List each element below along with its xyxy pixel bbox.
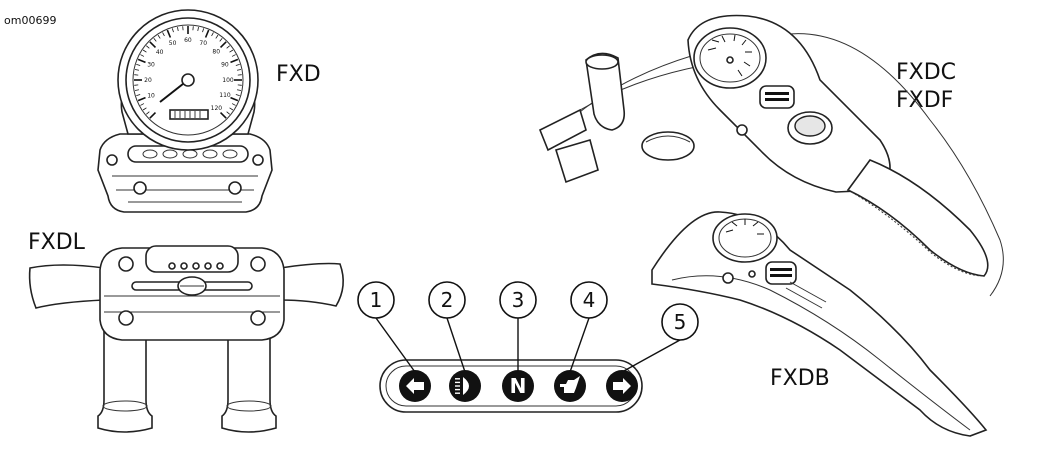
dial-tick <box>231 54 236 57</box>
label-fxd: FXD <box>276 62 321 87</box>
dial-tick <box>219 38 223 42</box>
dial-tick <box>153 38 157 42</box>
dial-tick <box>166 29 172 38</box>
callout-bubble <box>428 281 466 319</box>
fxdb-tank-console <box>651 211 988 437</box>
fxdl-handlebar-riser <box>28 245 344 433</box>
dial-tick <box>211 32 214 37</box>
dial-number: 50 <box>169 40 177 47</box>
fxdc-fxdf-tank-console <box>538 14 1004 297</box>
dial-tick <box>215 34 219 39</box>
dial-tick <box>226 111 230 115</box>
indicator-callouts: 1 2 3N 4 5 <box>357 281 699 402</box>
dial-tick <box>171 28 174 33</box>
dial-number: 90 <box>221 62 229 69</box>
dial-tick <box>202 28 205 33</box>
dial-tick <box>162 32 165 37</box>
dial-number: 100 <box>222 77 234 84</box>
callout-bubble <box>499 281 537 319</box>
dial-tick <box>230 58 239 64</box>
high-beam-icon <box>449 370 481 402</box>
dial-tick <box>226 45 230 49</box>
svg-text:N: N <box>510 374 527 398</box>
dial-tick <box>142 49 147 53</box>
label-fxdl: FXDL <box>28 230 85 255</box>
dial-tick <box>235 63 240 66</box>
label-fxdf: FXDF <box>896 88 954 113</box>
dial-tick <box>230 96 239 102</box>
dial-tick <box>149 41 157 49</box>
dial-number: 110 <box>219 92 231 99</box>
label-fxdb: FXDB <box>770 366 830 391</box>
callout-number: 4 <box>583 288 596 312</box>
dial-tick <box>157 34 161 39</box>
left-turn-arrow-icon <box>399 370 431 402</box>
callout-number: 5 <box>674 310 687 334</box>
dial-number: 60 <box>184 37 192 44</box>
oil-pressure-icon <box>554 370 586 402</box>
dial-number: 70 <box>199 40 207 47</box>
callout-leader <box>446 317 466 373</box>
dial-tick <box>136 94 141 97</box>
dial-number: 10 <box>147 92 155 99</box>
dial-number: 40 <box>156 49 164 56</box>
dial-tick <box>204 29 210 38</box>
dial-number: 80 <box>212 49 220 56</box>
label-fxdc: FXDC <box>896 60 957 85</box>
dial-tick <box>235 94 240 97</box>
dial-tick <box>137 96 146 102</box>
dial-tick <box>140 54 145 57</box>
callout-leader <box>569 317 590 373</box>
dial-tick <box>149 111 157 119</box>
dial-tick <box>229 49 234 53</box>
dial-tick <box>197 26 199 32</box>
dial-tick <box>236 69 242 71</box>
dial-tick <box>134 89 140 91</box>
dial-tick <box>140 103 145 106</box>
speedometer-ticks <box>134 26 242 119</box>
dial-tick <box>177 26 179 32</box>
dial-tick <box>219 111 227 119</box>
figure-id: om00699 <box>4 14 57 27</box>
callout-bubble <box>570 281 608 319</box>
callout-number: 1 <box>370 288 383 312</box>
dial-tick <box>134 69 140 71</box>
dial-tick <box>146 111 150 115</box>
callout-leader <box>375 317 416 373</box>
dial-tick <box>236 89 242 91</box>
dial-tick <box>229 107 234 111</box>
callout-bubble <box>357 281 395 319</box>
dial-tick <box>146 45 150 49</box>
dial-number: 30 <box>147 62 155 69</box>
callout-leader <box>621 339 681 373</box>
callout-number: 2 <box>441 288 454 312</box>
dial-tick <box>136 63 141 66</box>
dial-tick <box>142 107 147 111</box>
callout-bubble <box>661 303 699 341</box>
dial-tick <box>231 103 236 106</box>
callout-number: 3 <box>512 288 525 312</box>
dial-tick <box>219 41 227 49</box>
neutral-icon: N <box>502 370 534 402</box>
dial-number: 120 <box>211 105 223 112</box>
dial-tick <box>137 58 146 64</box>
dial-number: 20 <box>144 77 152 84</box>
right-turn-arrow-icon <box>606 370 638 402</box>
